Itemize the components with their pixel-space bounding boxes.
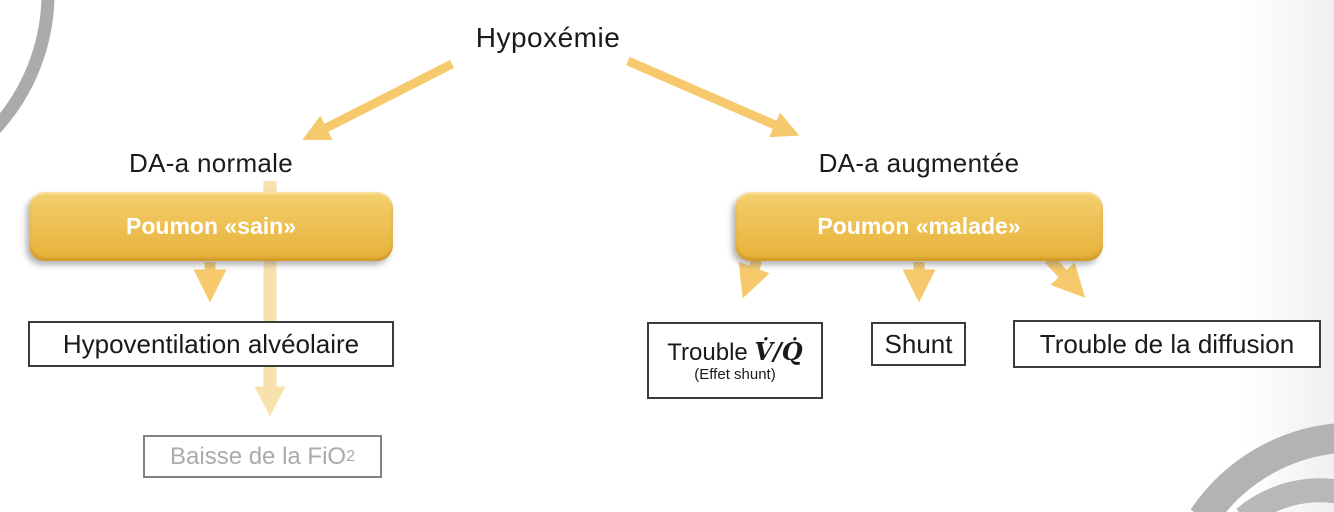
- effet-shunt-note: (Effet shunt): [694, 366, 776, 384]
- label-da-a-augmentee: DA-a augmentée: [818, 147, 1020, 178]
- node-poumon-sain: Poumon «sain»: [29, 192, 393, 261]
- node-trouble-vq: Trouble V̇/Q̇ (Effet shunt): [647, 322, 823, 399]
- node-hypoventilation-alveolaire: Hypoventilation alvéolaire: [28, 321, 394, 367]
- arrow-malade-to-vq: [738, 258, 770, 299]
- fio2-subscript: 2: [346, 447, 355, 465]
- node-shunt: Shunt: [871, 322, 966, 366]
- arrow-hypoxemie-to-left-branch: [302, 59, 455, 141]
- corner-arc-bottom-right-outer: [1190, 423, 1334, 512]
- arrow-hypoxemie-to-right-branch: [626, 56, 800, 138]
- diagram-title: Hypoxémie: [475, 22, 621, 53]
- corner-arc-top-left: [0, 0, 55, 134]
- label-da-a-normale: DA-a normale: [129, 147, 293, 178]
- arrow-malade-to-diffusion: [1044, 255, 1086, 298]
- vq-ratio-symbol: V̇/Q̇: [754, 336, 803, 366]
- trouble-vq-prefix: Trouble: [667, 338, 755, 366]
- baisse-fio2-text: Baisse de la FiO: [170, 442, 347, 470]
- corner-arc-bottom-right-inner: [1236, 478, 1334, 512]
- trouble-vq-line: Trouble V̇/Q̇: [667, 336, 803, 367]
- node-poumon-malade: Poumon «malade»: [735, 192, 1103, 261]
- node-trouble-diffusion: Trouble de la diffusion: [1013, 320, 1321, 368]
